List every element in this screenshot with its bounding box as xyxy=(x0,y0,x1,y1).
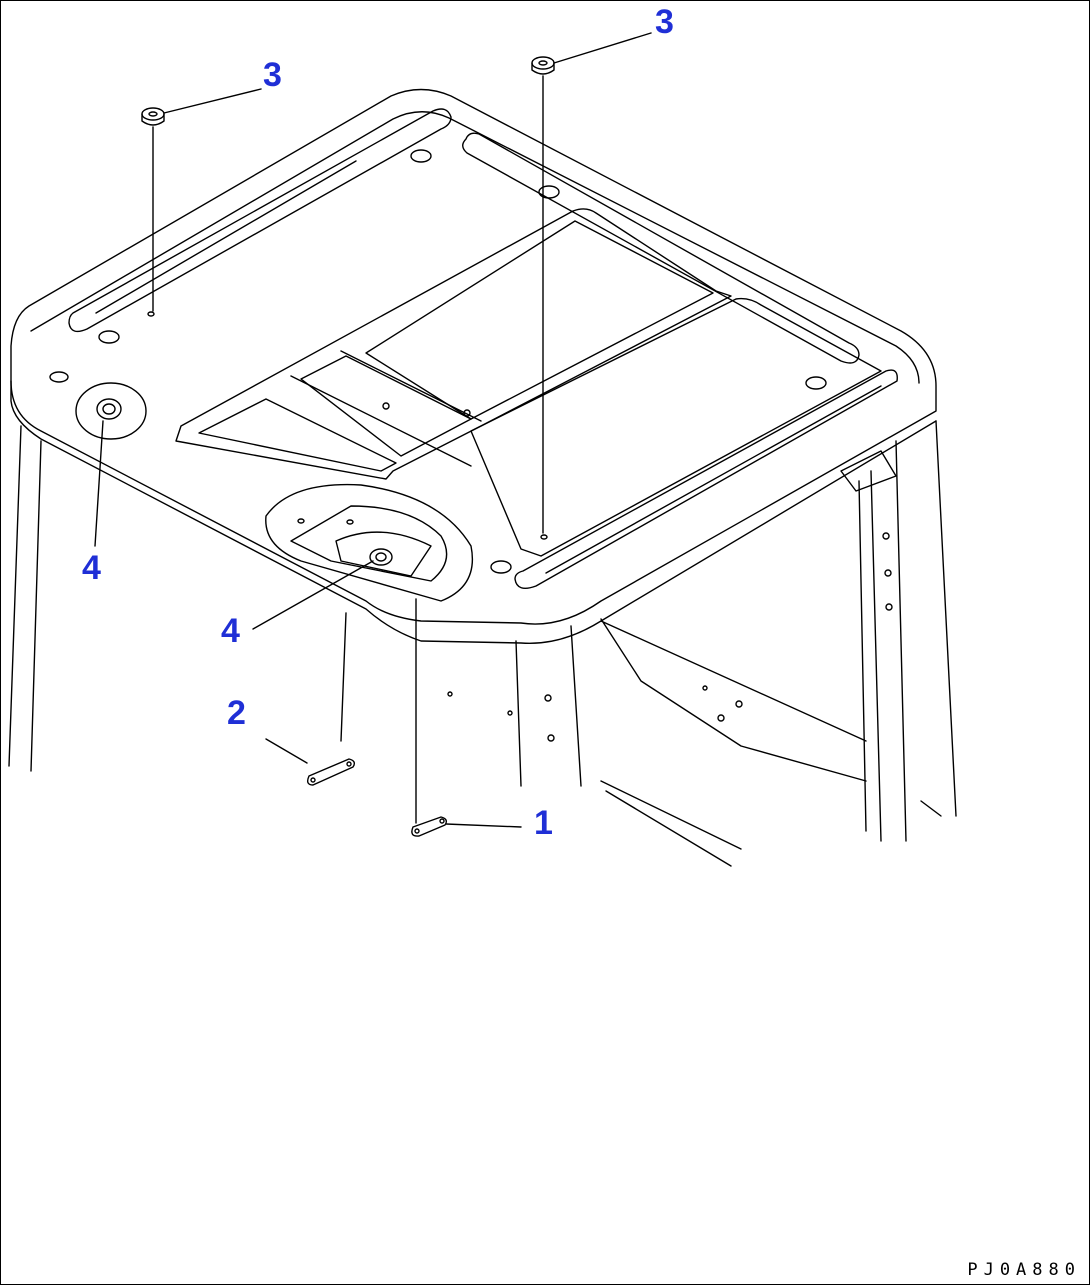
window-panel xyxy=(365,220,714,420)
roof-outline xyxy=(10,88,937,625)
cap-left xyxy=(141,107,165,126)
callout-4-mid: 4 xyxy=(221,612,240,650)
cap-right xyxy=(531,56,555,75)
door-frame xyxy=(570,618,867,787)
left-rail xyxy=(68,108,452,333)
callout-2: 2 xyxy=(227,694,246,732)
left-pillar xyxy=(8,425,42,772)
front-rail xyxy=(514,369,898,589)
leader-3-left xyxy=(163,88,262,114)
small-panel-1 xyxy=(300,355,472,457)
right-rail xyxy=(462,132,860,364)
pin-1 xyxy=(411,816,448,837)
hinge-plate xyxy=(840,450,897,492)
left-mount xyxy=(75,382,147,440)
leader-4-mid xyxy=(252,560,374,630)
roof-holes xyxy=(49,149,827,574)
center-pillar xyxy=(340,612,522,787)
leader-3-right xyxy=(553,32,652,64)
right-pillar xyxy=(858,420,957,842)
small-panel-2 xyxy=(198,398,397,472)
callout-3-left: 3 xyxy=(263,56,282,94)
callout-4-left: 4 xyxy=(82,549,101,587)
leader-4-left xyxy=(94,420,104,547)
roof-edge-inner xyxy=(30,111,920,384)
left-rail-inner xyxy=(95,160,357,314)
frame-bar-1 xyxy=(290,375,472,467)
window-panel-2 xyxy=(470,297,882,557)
callout-1: 1 xyxy=(534,804,553,842)
roof-edge xyxy=(10,380,937,645)
center-mount xyxy=(265,483,473,602)
lower-rail xyxy=(600,780,742,867)
drawing-code: PJ0A880 xyxy=(967,1260,1081,1280)
leader-1 xyxy=(445,823,522,828)
pillar-holes xyxy=(447,532,893,742)
roof-frame xyxy=(175,208,732,480)
frame-bar-2 xyxy=(340,350,482,422)
callout-3-right: 3 xyxy=(655,3,674,41)
front-rail-inner xyxy=(545,385,882,574)
leader-2 xyxy=(265,738,308,764)
pin-2 xyxy=(306,758,356,786)
edge-tick xyxy=(920,800,942,817)
